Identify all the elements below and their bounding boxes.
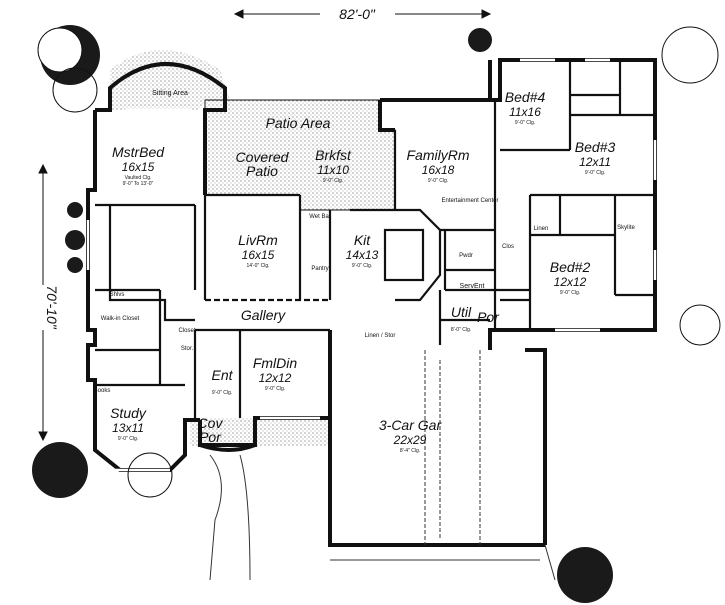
- room-name-study: Study: [110, 405, 147, 421]
- room-name-gar: 3-Car Gar: [379, 417, 443, 433]
- room-note-ent-0: 9'-0" Clg.: [212, 390, 232, 396]
- label-linen-stor: Linen / Stor: [365, 333, 396, 339]
- room-note-fmldin-0: 9'-0" Clg.: [265, 386, 285, 392]
- label-wet-bar: Wet Bar: [309, 214, 331, 220]
- room-name-sitting: Sitting Area: [152, 90, 188, 97]
- room-dim-livrm: 16x15: [242, 248, 275, 262]
- room-name-fmldin: FmlDin: [253, 355, 298, 371]
- label-clos: Clos: [502, 244, 514, 250]
- label-entertainment: Entertainment Center: [441, 198, 498, 204]
- room-name-bed3: Bed#3: [575, 139, 616, 155]
- room-name2-covpor: Por: [199, 429, 222, 445]
- room-note-gar-0: 8'-4" Clg.: [400, 448, 420, 454]
- interior-walls: [95, 60, 655, 420]
- room-dim-study: 13x11: [112, 421, 144, 435]
- room-name-bed4: Bed#4: [505, 89, 546, 105]
- room-note-bed4-0: 9'-0" Clg.: [515, 120, 535, 126]
- room-dim-gar: 22x29: [393, 433, 427, 447]
- room-note-study-0: 9'-0" Clg.: [118, 436, 138, 442]
- room-note-util-0: 8'-0" Clg.: [451, 327, 471, 333]
- room-dim-bed3: 12x11: [579, 155, 611, 169]
- landscape-trees: [32, 25, 721, 603]
- room-name2-covpatio: Patio: [246, 163, 278, 179]
- room-name-family: FamilyRm: [407, 147, 470, 163]
- room-note-kit-0: 9'-0" Clg.: [352, 263, 372, 269]
- room-name-gallery: Gallery: [241, 307, 286, 323]
- room-dim-brkfst: 11x10: [317, 163, 349, 177]
- garage-doors: [424, 350, 481, 545]
- windows: [86, 58, 657, 472]
- overall-depth-label: 70'-10": [44, 285, 60, 329]
- overall-width-label: 82'-0": [339, 6, 376, 22]
- label-books: Books: [94, 388, 111, 394]
- room-note-livrm-0: 14'-0" Clg.: [246, 263, 269, 269]
- room-name-util: Util: [451, 304, 472, 320]
- room-note-family-0: 9'-0" Clg.: [428, 178, 448, 184]
- label-closet: Closet: [178, 328, 195, 334]
- exterior-walls: [86, 58, 657, 547]
- label-skylite: Skylite: [617, 225, 635, 231]
- label-pwdr: Pwdr: [459, 253, 473, 259]
- dimension-lines: [38, 9, 492, 442]
- room-note-bed2-0: 9'-0" Clg.: [560, 290, 580, 296]
- room-dim-family: 16x18: [422, 163, 455, 177]
- room-dim-mstr: 16x15: [122, 160, 155, 174]
- room-note-mstr-1: 9'-0" To 13'-0": [123, 181, 154, 187]
- room-dim-kit: 14x13: [346, 248, 379, 262]
- room-note-mstr-0: Vaulted Clg.: [125, 175, 152, 181]
- room-name-livrm: LivRm: [238, 232, 278, 248]
- room-name-covpor: Cov: [198, 415, 224, 431]
- walkways: [209, 454, 556, 581]
- room-note-brkfst-0: 9'-0" Clg.: [323, 178, 343, 184]
- label-pantry: Pantry: [311, 266, 328, 272]
- room-name-covpatio: Covered: [236, 149, 290, 165]
- room-dim-bed4: 11x16: [509, 105, 541, 119]
- room-note-bed3-0: 9'-0" Clg.: [585, 170, 605, 176]
- label-linen: Linen: [534, 226, 549, 232]
- room-name-ent: Ent: [211, 367, 233, 383]
- label-shlvs: Shlvs: [110, 292, 125, 298]
- room-dim-fmldin: 12x12: [259, 371, 292, 385]
- room-name-kit: Kit: [354, 232, 371, 248]
- room-name-servent: ServEnt: [460, 283, 485, 290]
- room-name-patio: Patio Area: [266, 115, 331, 131]
- room-name-bed2: Bed#2: [550, 259, 591, 275]
- room-name-mstr: MstrBed: [112, 144, 165, 160]
- label-walk-in-closet: Walk-in Closet: [101, 316, 140, 322]
- room-name-brkfst: Brkfst: [315, 147, 352, 163]
- room-name-por: Por: [477, 309, 500, 325]
- room-dim-bed2: 12x12: [554, 275, 587, 289]
- label-stor: Stor.: [181, 346, 194, 352]
